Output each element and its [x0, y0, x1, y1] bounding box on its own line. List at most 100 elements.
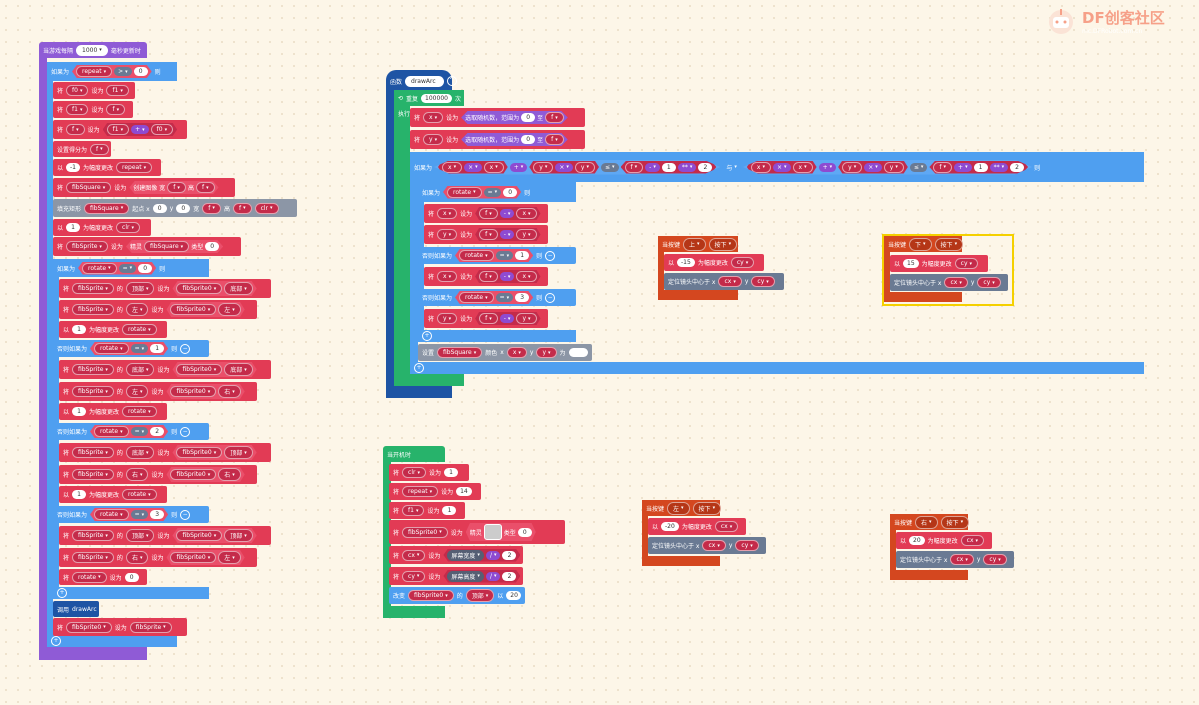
code-block[interactable]: 将repeat设为14 [389, 483, 481, 500]
block-left[interactable]: 左 [218, 551, 241, 564]
block-rotate[interactable]: rotate [122, 406, 157, 417]
block-cx[interactable]: cx [402, 549, 426, 561]
block-y[interactable]: y [437, 313, 458, 324]
block-f[interactable]: f [195, 182, 215, 193]
block-fibSquare[interactable]: fibSquare [437, 347, 483, 358]
block-zero[interactable]: 0 [503, 187, 518, 197]
block-repeat[interactable]: repeat [116, 162, 153, 173]
block-right-val[interactable]: 20 [909, 536, 925, 545]
add-elseif-icon[interactable]: + [422, 331, 432, 341]
block-up-val[interactable]: -15 [677, 258, 695, 267]
block-x[interactable]: x [506, 347, 527, 358]
block-f[interactable]: f [545, 112, 564, 123]
block-times-n[interactable]: 100000 [421, 93, 452, 103]
block-fibSprite0[interactable]: fibSprite0 [176, 283, 223, 294]
code-block[interactable]: 定位镜头中心于 xcxycy [890, 274, 1008, 291]
block-screen-w[interactable]: 屏幕宽度 [447, 549, 484, 561]
block-clr[interactable]: clr [254, 202, 279, 214]
block-cy[interactable]: cy [977, 277, 1001, 288]
block-cy[interactable]: cy [730, 257, 755, 268]
block-one[interactable]: 1 [150, 344, 165, 353]
block-cx[interactable]: cx [944, 277, 968, 288]
block-zero[interactable]: 0 [521, 113, 536, 122]
block-f[interactable]: f [933, 161, 953, 173]
block-toggle-icon[interactable]: − [180, 509, 191, 520]
block-cy[interactable]: cy [954, 258, 979, 269]
block-rotate[interactable]: rotate [122, 489, 157, 500]
block-fibSprite[interactable]: fibSprite [72, 283, 114, 294]
block-drawArc[interactable]: drawArc [405, 75, 444, 87]
block-fibSprite0[interactable]: fibSprite0 [170, 386, 217, 397]
block-zero[interactable]: 0 [517, 527, 532, 537]
code-block[interactable]: 如果为 repeat>0 则 [47, 64, 165, 79]
code-block[interactable]: + [410, 362, 428, 374]
block-bottom[interactable]: 底部 [224, 282, 253, 295]
block-fibSprite0[interactable]: fibSprite0 [170, 469, 217, 480]
code-block[interactable]: 定位镜头中心于 xcxycy [648, 537, 766, 554]
block-rotate[interactable]: rotate [94, 343, 129, 354]
block-eq[interactable]: = [495, 251, 514, 260]
code-block[interactable]: 执行 [394, 106, 414, 120]
block-eq[interactable]: = [130, 427, 149, 436]
block-bottom[interactable]: 底部 [125, 446, 155, 459]
block-right[interactable]: 右 [915, 515, 938, 529]
block-f0[interactable]: f0 [66, 85, 89, 96]
block-left[interactable]: 左 [218, 303, 241, 316]
block-cx[interactable]: cx [718, 276, 742, 287]
block-minus[interactable]: - [499, 272, 515, 281]
block-down-val[interactable]: 15 [903, 259, 919, 268]
block-zero[interactable]: 0 [521, 135, 536, 144]
add-else-outer-icon[interactable]: + [51, 636, 61, 646]
code-block[interactable]: 将cx设为屏幕宽度/2 [389, 546, 523, 564]
block-repeat[interactable]: repeat [76, 66, 113, 77]
code-block[interactable]: 将fibSprite的底部设为fibSprite0顶部 [59, 443, 271, 462]
block-y[interactable]: y [423, 134, 444, 145]
block-one[interactable]: 1 [66, 223, 81, 232]
block-y[interactable]: y [574, 161, 595, 173]
block-y[interactable]: y [516, 229, 537, 240]
block-one[interactable]: 1 [973, 162, 988, 172]
block-toggle-icon[interactable]: − [180, 426, 191, 437]
add-else-mid-icon[interactable]: + [414, 363, 424, 373]
block-one[interactable]: 1 [72, 490, 87, 499]
block-cx[interactable]: cx [702, 540, 726, 551]
block-eq[interactable]: = [483, 187, 502, 197]
code-block[interactable]: 当开机时 [383, 448, 415, 460]
interval-dropdown[interactable]: 1000 [76, 44, 108, 56]
code-block[interactable]: 将fibSprite的顶部设为fibSprite0底部 [59, 279, 271, 298]
block-minus[interactable]: - [499, 314, 515, 323]
block-fibSprite0[interactable]: fibSprite0 [66, 621, 112, 633]
block-fibSprite[interactable]: fibSprite [72, 364, 114, 375]
block-f0[interactable]: f0 [150, 124, 174, 135]
block-fibSprite[interactable]: fibSprite [129, 621, 172, 633]
block-fibSprite0[interactable]: fibSprite0 [176, 530, 223, 541]
code-block[interactable]: 定位镜头中心于 xcxycy [896, 551, 1014, 568]
block-three[interactable]: 3 [150, 510, 165, 519]
block-f1[interactable]: f1 [402, 505, 425, 516]
block-f[interactable]: f [232, 202, 252, 214]
block-f[interactable]: f [624, 161, 644, 173]
block-left[interactable]: 左 [125, 385, 149, 398]
block-y[interactable]: y [437, 229, 458, 240]
block-plus[interactable]: + [509, 162, 528, 172]
block-pressed[interactable]: 按下 [934, 237, 964, 251]
block-rotate[interactable]: rotate [459, 250, 494, 261]
block-rotate[interactable]: rotate [459, 292, 494, 303]
code-block[interactable]: 将clr设为1 [389, 464, 469, 481]
code-block[interactable]: 设置fibSquare颜色xxyy为 [418, 344, 592, 361]
block-zero[interactable]: 0 [138, 263, 153, 273]
block-two[interactable]: 2 [1010, 162, 1025, 172]
block-f[interactable]: f [202, 202, 221, 214]
